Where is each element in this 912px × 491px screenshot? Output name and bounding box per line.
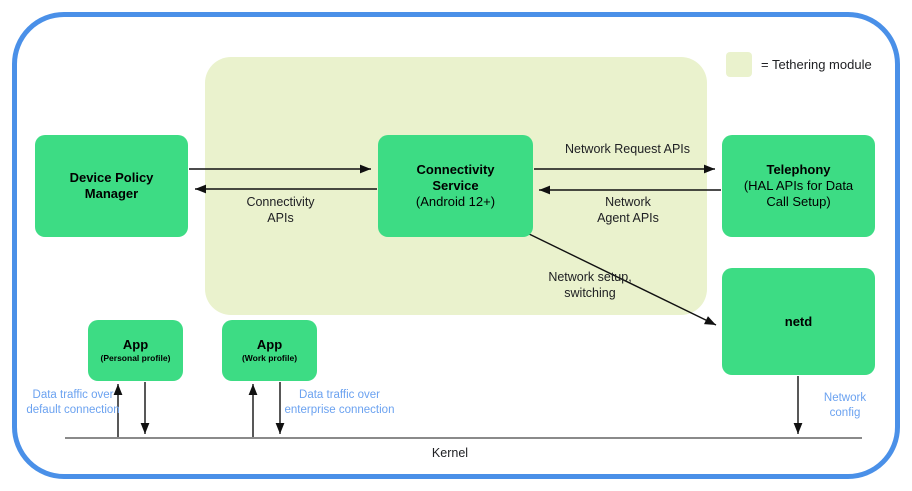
node-title: netd <box>784 313 813 329</box>
node-device-policy-manager[interactable]: Device Policy Manager <box>35 135 188 237</box>
node-subtitle: (Android 12+) <box>415 193 496 209</box>
node-title: App <box>256 337 283 353</box>
node-title: Telephony <box>766 162 831 178</box>
node-telephony[interactable]: Telephony (HAL APIs for Data Call Setup) <box>722 135 875 237</box>
node-subtitle: (Work profile) <box>241 353 298 364</box>
node-subtitle: (HAL APIs for Data <box>743 178 854 194</box>
edge-label-data-traffic-default: Data traffic over default connection <box>26 389 120 416</box>
node-title: Connectivity <box>416 162 495 178</box>
node-connectivity-service[interactable]: Connectivity Service (Android 12+) <box>378 135 533 237</box>
legend-swatch-tethering <box>726 52 752 77</box>
node-title: App <box>122 337 149 353</box>
node-subtitle: (Personal profile) <box>100 353 171 364</box>
device-boundary-frame <box>12 12 900 479</box>
edge-label-network-setup-switching: Network setup, switching <box>548 270 632 301</box>
legend: = Tethering module <box>726 52 872 77</box>
edge-label-network-request-apis: Network Request APIs <box>564 142 691 156</box>
node-app-work-profile[interactable]: App (Work profile) <box>222 320 317 381</box>
node-title-line2: Manager <box>84 186 139 201</box>
edge-label-network-config: Network config <box>823 392 867 419</box>
node-title: Device Policy <box>69 170 154 186</box>
edge-label-network-agent-apis: Network Agent APIs <box>597 195 659 226</box>
node-title-line2: Service <box>432 178 479 194</box>
edge-label-data-traffic-enterprise: Data traffic over enterprise connection <box>284 389 395 416</box>
node-app-personal-profile[interactable]: App (Personal profile) <box>88 320 183 381</box>
legend-label-tethering: = Tethering module <box>761 57 872 72</box>
edge-label-connectivity-apis: Connectivity APIs <box>246 195 315 226</box>
node-netd[interactable]: netd <box>722 268 875 375</box>
node-subtitle-line2: Call Setup) <box>766 193 831 209</box>
kernel-label: Kernel <box>431 446 469 460</box>
